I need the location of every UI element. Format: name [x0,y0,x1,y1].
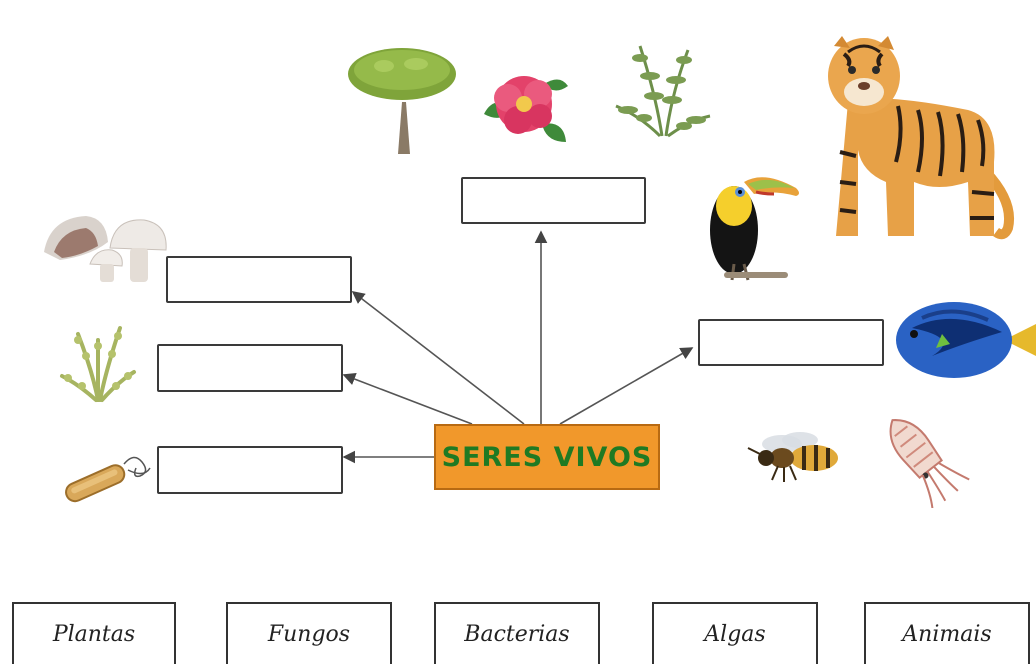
toucan-icon [710,177,799,281]
tiger-icon [828,36,1014,240]
answer-box-left-lower[interactable] [157,446,343,494]
word-card-algas[interactable]: Algas [652,602,818,664]
fern-icon [615,45,711,138]
word-label: Algas [704,621,766,647]
word-label: Animais [902,621,992,647]
squid-icon [889,419,970,508]
word-card-fungos[interactable]: Fungos [226,602,392,664]
word-card-animais[interactable]: Animais [864,602,1030,664]
word-label: Plantas [52,621,136,647]
center-concept-box: SERES VIVOS [434,424,660,490]
answer-box-left-upper[interactable] [166,256,352,303]
word-card-bacterias[interactable]: Bacterias [434,602,600,664]
arrow-to-right-box [559,347,694,425]
arrow-to-left-middle-box [342,373,473,425]
word-label: Fungos [267,621,351,647]
bee-icon [747,432,838,482]
answer-box-left-middle[interactable] [157,344,343,392]
word-card-plantas[interactable]: Plantas [12,602,176,664]
fish-icon [896,302,1036,378]
mushrooms-icon [44,216,167,282]
tree-icon [348,48,456,154]
center-concept-label: SERES VIVOS [441,441,653,473]
arrow-to-left-upper-box [351,291,525,425]
bacterium-icon [65,456,151,503]
flower-icon [484,76,568,142]
word-label: Bacterias [464,621,570,647]
answer-box-top[interactable] [461,177,646,224]
answer-box-right[interactable] [698,319,884,366]
seaweed-icon [60,326,136,402]
